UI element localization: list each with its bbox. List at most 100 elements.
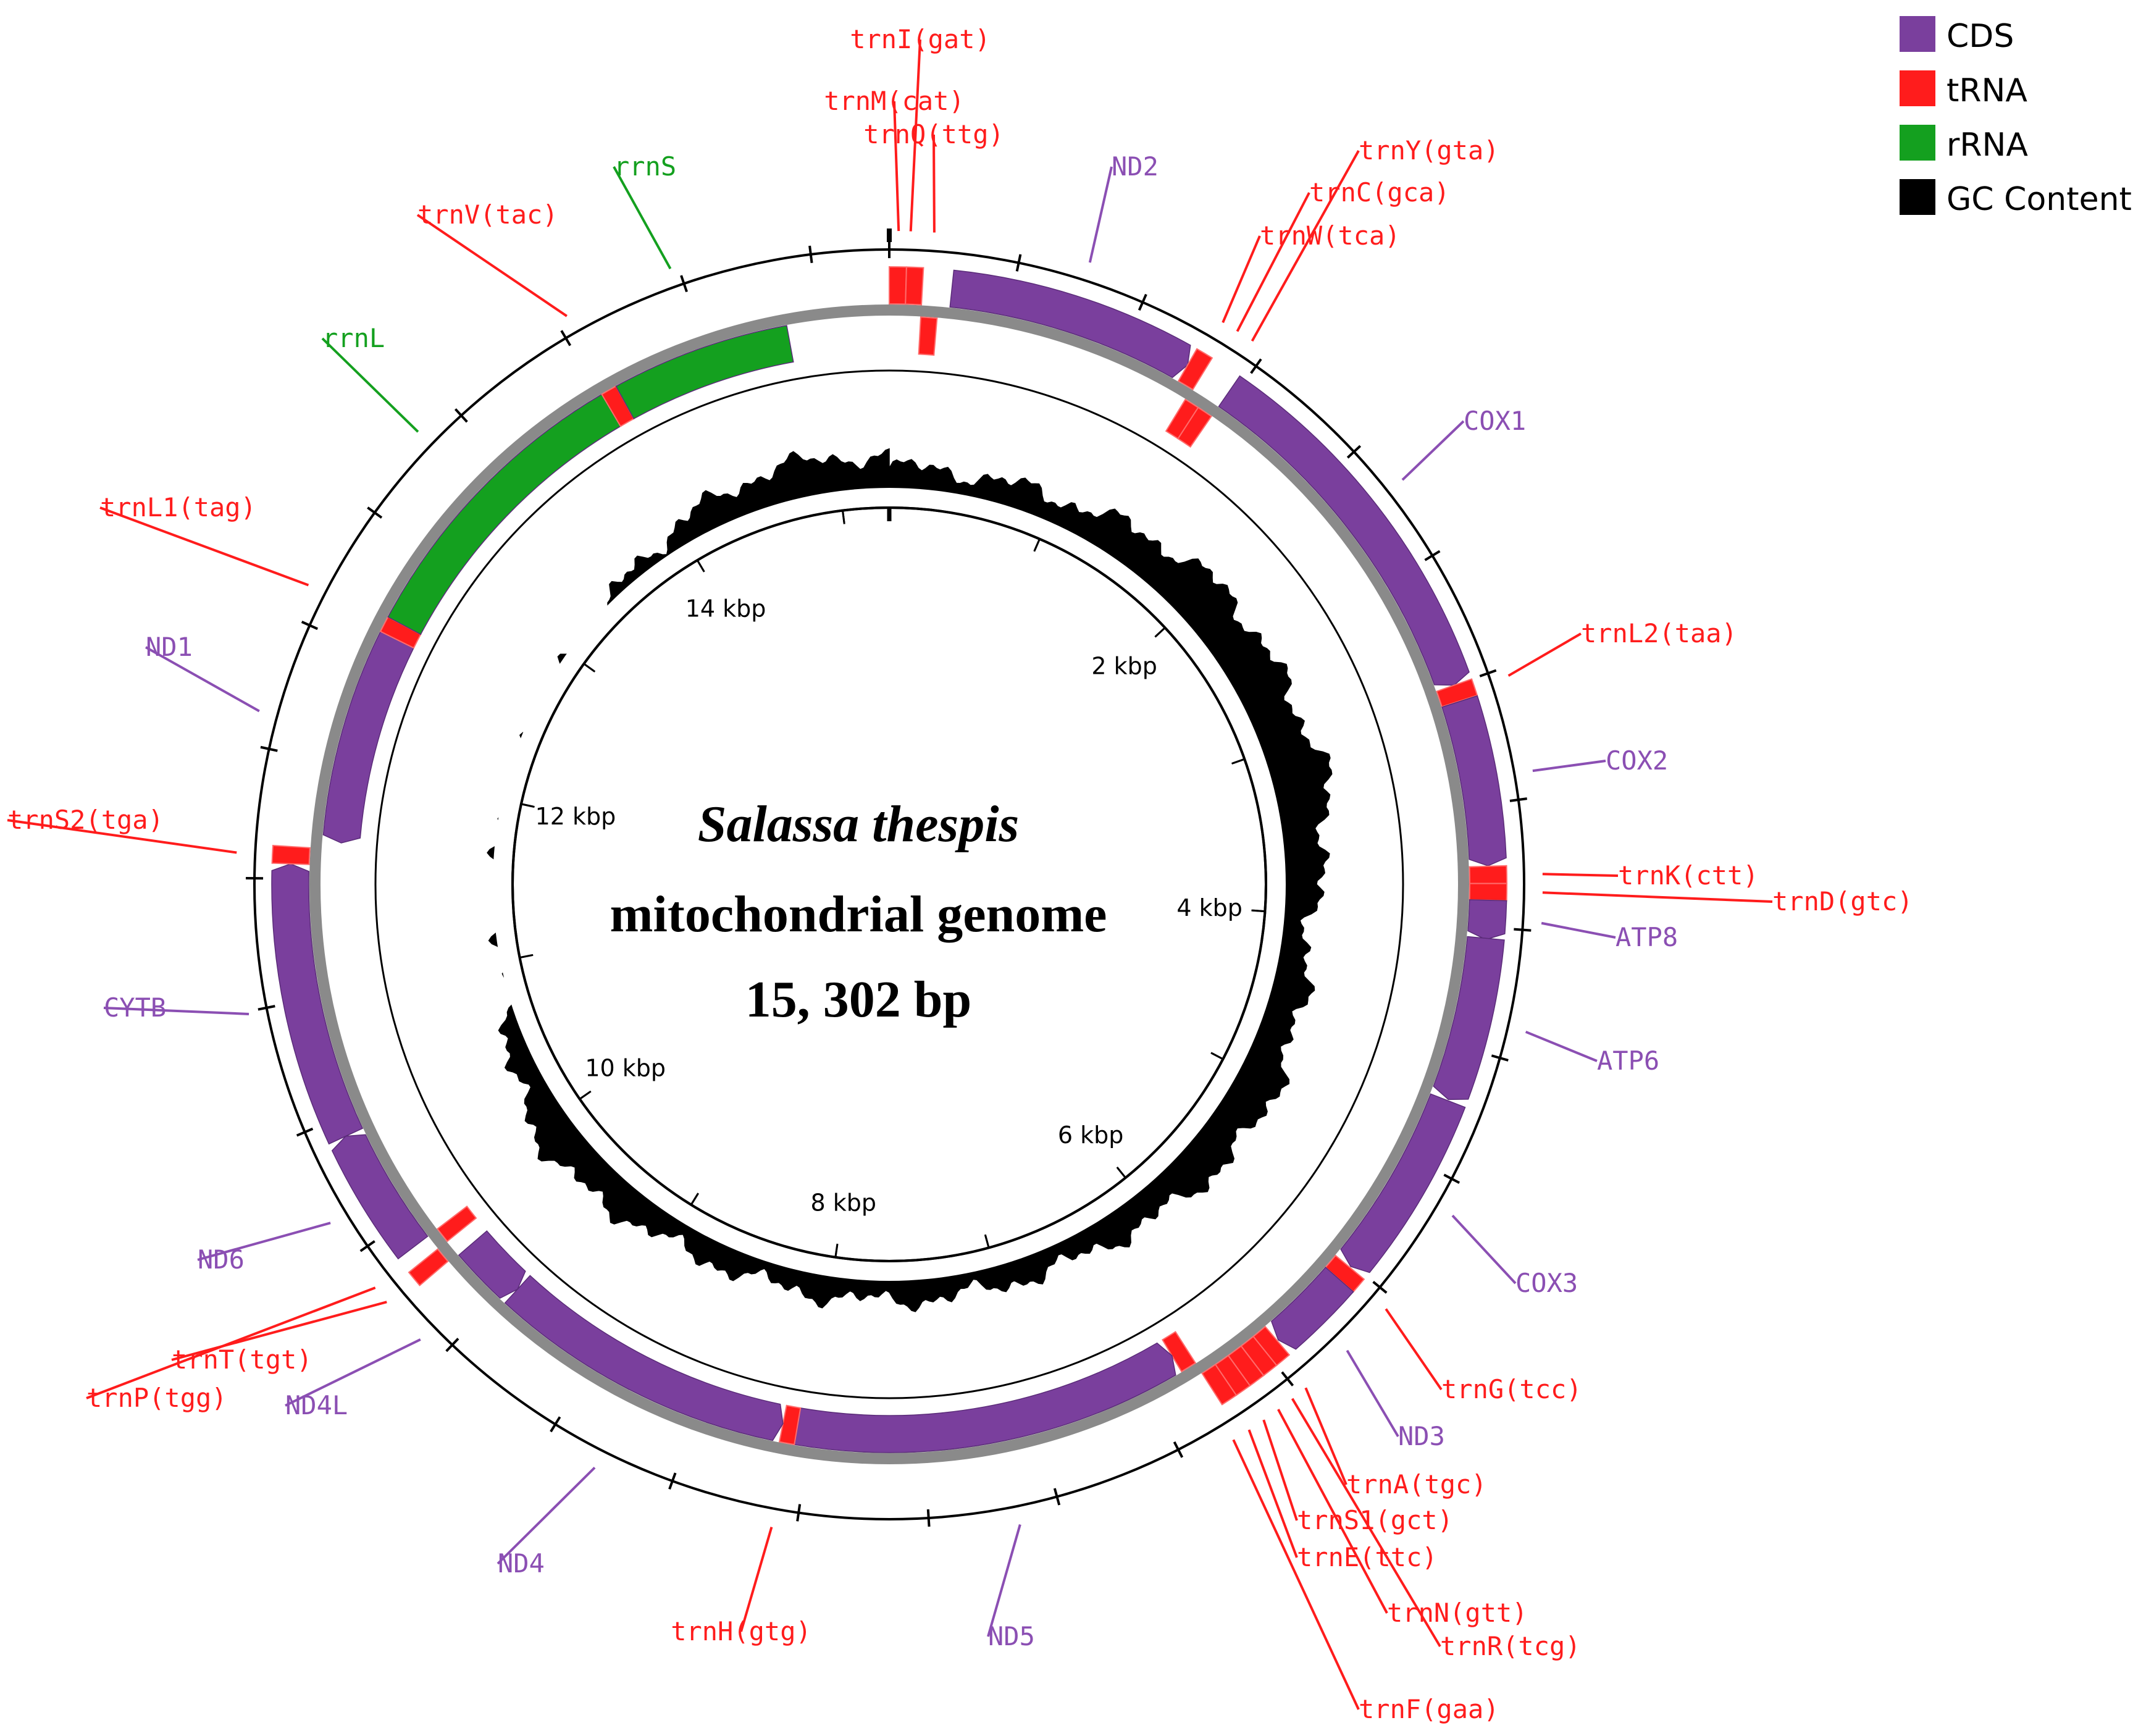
minus-track-circle [374,369,1404,1399]
leader-trnc-gca [1236,192,1310,332]
leader-nd2 [1088,166,1113,263]
feature-atp8 [1467,899,1507,941]
feature-nd2 [949,269,1191,379]
leader-nd4 [497,1466,596,1565]
outer-tick [260,745,278,752]
outer-tick [926,1509,931,1527]
legend-swatch-cds [1900,16,1935,52]
outer-tick [1138,293,1147,311]
inner-tick [690,1193,698,1206]
leader-atp8 [1541,921,1616,939]
outer-tick [367,506,383,519]
scale-label-4kbp: 4 kbp [1176,894,1243,921]
label-cytb: CYTB [104,992,166,1023]
leader-trnf-gaa [1232,1439,1360,1710]
scale-label-14kbp: 14 kbp [685,595,766,623]
feature-trny-gta [1177,406,1212,448]
label-trng-tcc: trnG(tcc) [1441,1374,1582,1404]
label-nd1: ND1 [146,632,193,662]
outer-tick [1281,1371,1294,1386]
label-trnp-tgg: trnP(tgg) [86,1383,227,1413]
leader-trns1-gct [1262,1419,1298,1521]
label-nd6: ND6 [198,1244,245,1275]
label-trnn-gtt: trnN(gtt) [1387,1598,1528,1628]
feature-trnd-gtc [1469,883,1508,902]
label-trnm-cat: trnM(cat) [824,86,965,116]
scale-label-6kbp: 6 kbp [1058,1122,1124,1149]
legend-label-cds: CDS [1947,18,2014,55]
label-trnw-tca: trnW(tca) [1260,220,1401,251]
title-species: Salassa thespis [698,795,1020,853]
label-trns1-gct: trnS1(gct) [1297,1505,1453,1535]
label-trnt-tgt: trnT(tgt) [172,1344,312,1375]
label-nd2: ND2 [1112,151,1159,182]
inner-tick [519,954,532,959]
label-trnc-gca: trnC(gca) [1309,177,1450,208]
leader-trnl2-taa [1507,632,1582,677]
legend-label-rrna: rRNA [1947,127,2028,164]
leader-trng-tcc [1385,1308,1443,1391]
feature-trnh-gtg [778,1404,802,1446]
label-trny-gta: trnY(gta) [1359,135,1499,166]
label-nd4l: ND4L [285,1390,348,1420]
label-trns2-tga: trnS2(tga) [7,805,164,835]
leader-trnm-cat [893,101,900,232]
outer-tick [1479,669,1497,677]
inner-tick [1232,758,1245,765]
inner-tick [984,1235,990,1248]
label-trnd-gtc: trnD(gtc) [1772,886,1913,916]
label-trnr-tcg: trnR(tcg) [1440,1631,1581,1661]
outer-tick [1443,1173,1460,1185]
label-cox1: COX1 [1464,406,1526,436]
leader-nd3 [1346,1349,1399,1438]
inner-tick [842,510,845,523]
feature-trne-ttc [1201,1364,1238,1406]
inner-tick [583,663,595,672]
inner-tick [696,560,705,572]
outer-tick [668,1472,677,1490]
leader-cytb [103,1007,249,1015]
feature-trnf-gaa [1162,1331,1197,1373]
leader-nd6 [197,1222,331,1261]
leader-trnr-tcg [1291,1398,1441,1648]
leader-rrns [613,166,672,270]
leader-cox2 [1532,760,1606,773]
leader-trns2-tga [7,819,237,854]
label-trnl2-taa: trnL2(taa) [1581,618,1737,648]
outer-tick [1509,797,1527,802]
outer-tick [1424,550,1441,561]
leader-cox1 [1401,420,1465,481]
leader-trnh-gtg [740,1527,773,1632]
leader-trny-gta [1251,150,1360,342]
outer-tick [1173,1441,1184,1458]
feature-nd4 [504,1275,784,1441]
leader-trnk-ctt [1542,873,1619,877]
feature-nd6 [331,1134,429,1260]
inner-tick [834,1244,839,1257]
title-subtitle: mitochondrial genome [610,886,1107,943]
inner-tick [579,1091,591,1100]
inner-scale-ring [511,506,1267,1262]
label-trnk-ctt: trnK(ctt) [1618,860,1759,891]
label-cox3: COX3 [1515,1268,1578,1298]
leader-nd1 [145,646,260,713]
label-trnf-gaa: trnF(gaa) [1359,1694,1499,1724]
leader-rrnl [321,337,419,433]
leader-trnn-gtt [1277,1409,1388,1614]
outer-tick [680,275,688,293]
leader-trnp-tgg [86,1286,376,1399]
label-trne-ttc: trnE(ttc) [1297,1542,1438,1572]
inner-tick [1155,627,1166,637]
outer-tick [1346,445,1362,459]
feature-track [271,266,1508,1453]
feature-rrns [615,325,794,420]
leader-trnd-gtc [1542,891,1773,903]
outer-tick [1250,358,1262,374]
gc-content-track [487,448,1333,1312]
inner-tick [1212,1052,1224,1060]
outer-tick [301,621,319,631]
legend-swatch-gc [1900,179,1935,215]
inner-tick [1034,539,1041,551]
